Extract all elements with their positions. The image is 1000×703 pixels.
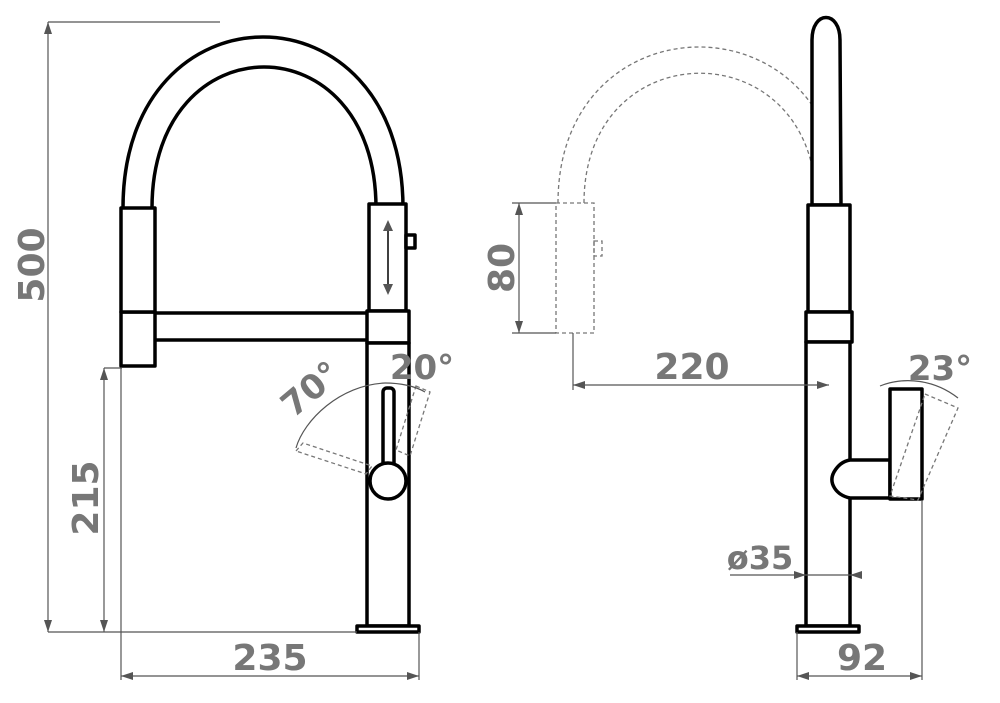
front-holder-bar xyxy=(150,311,374,342)
front-spray-head-lower xyxy=(119,310,157,368)
front-base-plate xyxy=(355,624,421,634)
side-column-ring xyxy=(804,310,854,344)
side-lever-range xyxy=(889,393,959,501)
label-reach: 220 xyxy=(654,347,729,388)
side-toggle-dashed xyxy=(593,240,603,257)
front-lever-knob xyxy=(368,461,408,501)
label-base-depth: 92 xyxy=(837,638,887,679)
dim-220 xyxy=(572,333,829,390)
dim-235 xyxy=(120,368,420,680)
side-lever xyxy=(888,387,924,501)
label-body-diameter: ø35 xyxy=(727,539,794,577)
dim-215 xyxy=(48,367,357,633)
front-lever-range xyxy=(294,382,431,475)
side-base-plate xyxy=(795,624,861,634)
side-hose-dashed xyxy=(557,46,841,204)
label-width: 235 xyxy=(232,638,307,679)
front-spout-arch xyxy=(121,35,405,210)
dim-92 xyxy=(796,500,923,680)
front-lever xyxy=(381,386,396,470)
dim-80 xyxy=(512,202,556,334)
side-spout-neck xyxy=(810,15,843,207)
side-lever-neck xyxy=(830,458,892,500)
label-height-spout: 215 xyxy=(66,460,107,535)
label-lever-angle-front: 20° xyxy=(390,348,454,388)
side-view xyxy=(512,15,959,680)
double-arrow-icon xyxy=(383,220,393,295)
label-height-total: 500 xyxy=(12,227,53,302)
dim-diameter-35 xyxy=(730,571,862,579)
side-spray-dashed xyxy=(555,202,595,334)
label-spray-head-height: 80 xyxy=(482,243,523,293)
label-side-lever-angle: 23° xyxy=(908,349,972,389)
dim-500 xyxy=(44,21,220,632)
front-spray-head xyxy=(119,206,157,314)
side-column-top xyxy=(806,203,852,314)
front-view xyxy=(44,21,431,680)
front-toggle-button xyxy=(404,233,417,250)
front-column-ring xyxy=(365,309,411,345)
label-lever-angle-back: 70° xyxy=(273,354,348,426)
